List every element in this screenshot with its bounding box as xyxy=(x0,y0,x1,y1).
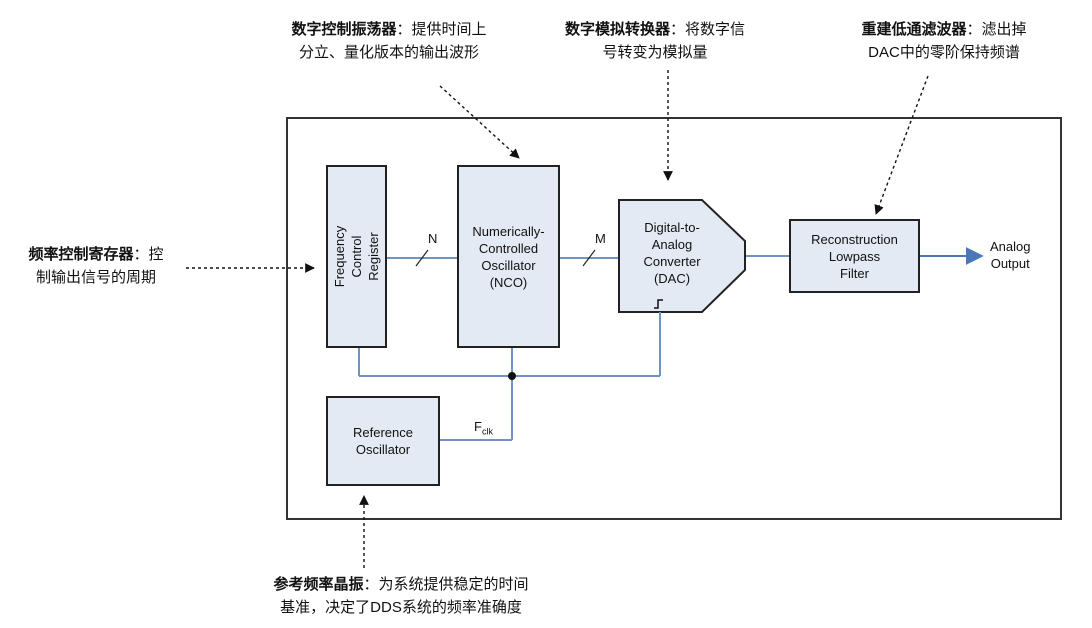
annotation-ref-desc-1: ：为系统提供稳定的时间 xyxy=(363,576,529,593)
reference-oscillator-block: Reference Oscillator xyxy=(326,396,440,486)
analog-output-label: Analog Output xyxy=(990,239,1031,271)
frequency-control-register-label: Frequency Control Register xyxy=(332,225,382,288)
pointer-nco xyxy=(439,85,520,159)
annotation-nco-desc-2: 分立、量化版本的输出波形 xyxy=(298,44,479,61)
annotation-fcr-title: 频率控制寄存器 xyxy=(28,246,134,263)
annotation-dac: 数字模拟转换器：将数字信 号转变为模拟量 xyxy=(540,18,770,64)
annotation-dac-desc-2: 号转变为模拟量 xyxy=(602,44,708,61)
nco-label: Numerically- Controlled Oscillator (NCO) xyxy=(472,223,545,290)
annotation-nco: 数字控制振荡器：提供时间上 分立、量化版本的输出波形 xyxy=(262,18,516,64)
frequency-control-register-block: Frequency Control Register xyxy=(326,165,387,348)
m-bus-slash xyxy=(582,249,596,267)
annotation-ref-desc-2: 基准，决定了DDS系统的频率准确度 xyxy=(280,599,522,616)
annotation-ref-title: 参考频率晶振 xyxy=(273,576,364,593)
pointer-filter xyxy=(874,75,929,215)
reference-oscillator-label: Reference Oscillator xyxy=(353,425,413,457)
annotation-filter-desc-1: ：滤出掉 xyxy=(966,21,1027,38)
fclk-main: F xyxy=(474,419,482,434)
nco-block: Numerically- Controlled Oscillator (NCO) xyxy=(457,165,560,348)
clock-junction xyxy=(508,372,516,380)
annotation-dac-title: 数字模拟转换器 xyxy=(564,21,670,38)
annotation-filter-title: 重建低通滤波器 xyxy=(861,21,967,38)
n-bus-label: N xyxy=(428,231,438,246)
dac-label: Digital-to- Analog Converter (DAC) xyxy=(643,220,701,286)
annotation-ref: 参考频率晶振：为系统提供稳定的时间 基准，决定了DDS系统的频率准确度 xyxy=(236,573,566,619)
dac-shape xyxy=(618,199,746,313)
annotation-nco-title: 数字控制振荡器 xyxy=(291,21,397,38)
annotation-filter-desc-2: DAC中的零阶保持频谱 xyxy=(868,44,1020,61)
annotation-fcr-desc-2: 制输出信号的周期 xyxy=(35,269,156,286)
annotation-fcr-desc-1: ：控 xyxy=(133,246,164,263)
n-bus-slash xyxy=(415,249,429,267)
annotation-filter: 重建低通滤波器：滤出掉 DAC中的零阶保持频谱 xyxy=(834,18,1054,64)
m-bus-label: M xyxy=(595,231,606,246)
fclk-sub: clk xyxy=(481,426,493,437)
annotation-nco-desc-1: ：提供时间上 xyxy=(396,21,487,38)
annotation-dac-desc-1: ：将数字信 xyxy=(670,21,746,38)
annotation-fcr: 频率控制寄存器：控 制输出信号的周期 xyxy=(8,243,184,289)
clock-edge-dac xyxy=(654,299,663,309)
reconstruction-filter-label: Reconstruction Lowpass Filter xyxy=(811,231,898,281)
fclk-label: Fclk xyxy=(474,419,493,437)
reconstruction-filter-block: Reconstruction Lowpass Filter xyxy=(789,219,920,293)
